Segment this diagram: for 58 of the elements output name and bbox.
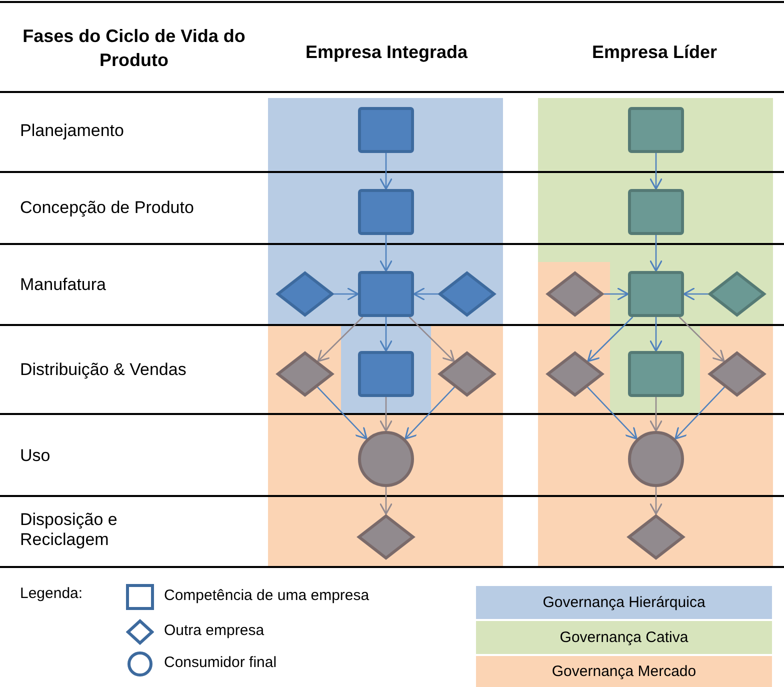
company-diamond	[357, 514, 415, 560]
legend-text: Consumidor final	[164, 653, 277, 673]
company-square	[358, 271, 414, 317]
company-square	[358, 351, 414, 397]
arrow	[649, 235, 663, 272]
row-label: Disposição e Reciclagem	[20, 510, 118, 550]
arrow	[379, 235, 393, 272]
company-square	[628, 271, 684, 317]
row-label: Distribuição & Vendas	[20, 360, 188, 380]
consumer-circle	[358, 431, 414, 487]
arrow	[317, 316, 364, 362]
company-square	[628, 351, 684, 397]
arrow	[587, 386, 638, 440]
legend-title: Legenda:	[20, 584, 84, 604]
company-diamond	[627, 514, 685, 560]
legend-text: Governança Cativa	[558, 628, 690, 648]
arrow	[604, 287, 629, 301]
company-square	[628, 189, 684, 235]
consumer-circle	[628, 431, 684, 487]
company-diamond	[708, 271, 766, 317]
arrow	[379, 487, 393, 515]
arrow	[317, 386, 368, 440]
arrow	[649, 397, 663, 432]
row-label: Uso	[20, 446, 52, 466]
arrow	[413, 287, 438, 301]
row-label: Concepção de Produto	[20, 198, 195, 218]
company-diamond	[708, 351, 766, 397]
row-label: Planejamento	[20, 121, 125, 141]
arrow	[404, 386, 455, 440]
arrow	[379, 153, 393, 190]
arrow	[683, 287, 708, 301]
legend-text: Competência de uma empresa	[164, 586, 370, 606]
company-diamond	[438, 271, 496, 317]
row-label: Manufatura	[20, 275, 107, 295]
legend-text: Outra empresa	[164, 621, 264, 641]
company-diamond	[276, 351, 334, 397]
company-diamond	[546, 271, 604, 317]
company-square	[358, 189, 414, 235]
arrow	[649, 487, 663, 515]
company-square	[358, 107, 414, 153]
legend-text: Governança Mercado	[550, 662, 698, 682]
arrow	[334, 287, 359, 301]
arrow	[408, 316, 455, 362]
arrow	[649, 317, 663, 352]
legend-text: Governança Hierárquica	[542, 592, 706, 612]
arrow	[674, 386, 725, 440]
arrow	[379, 317, 393, 352]
arrow	[678, 316, 725, 362]
column-header: Fases do Ciclo de Vida do Produto	[22, 25, 246, 72]
company-diamond	[438, 351, 496, 397]
company-diamond	[276, 271, 334, 317]
column-header: Empresa Integrada	[304, 41, 469, 64]
arrow	[587, 316, 634, 362]
arrow	[649, 153, 663, 190]
arrow	[379, 397, 393, 432]
column-header: Empresa Líder	[590, 41, 718, 64]
company-square	[628, 107, 684, 153]
company-diamond	[546, 351, 604, 397]
